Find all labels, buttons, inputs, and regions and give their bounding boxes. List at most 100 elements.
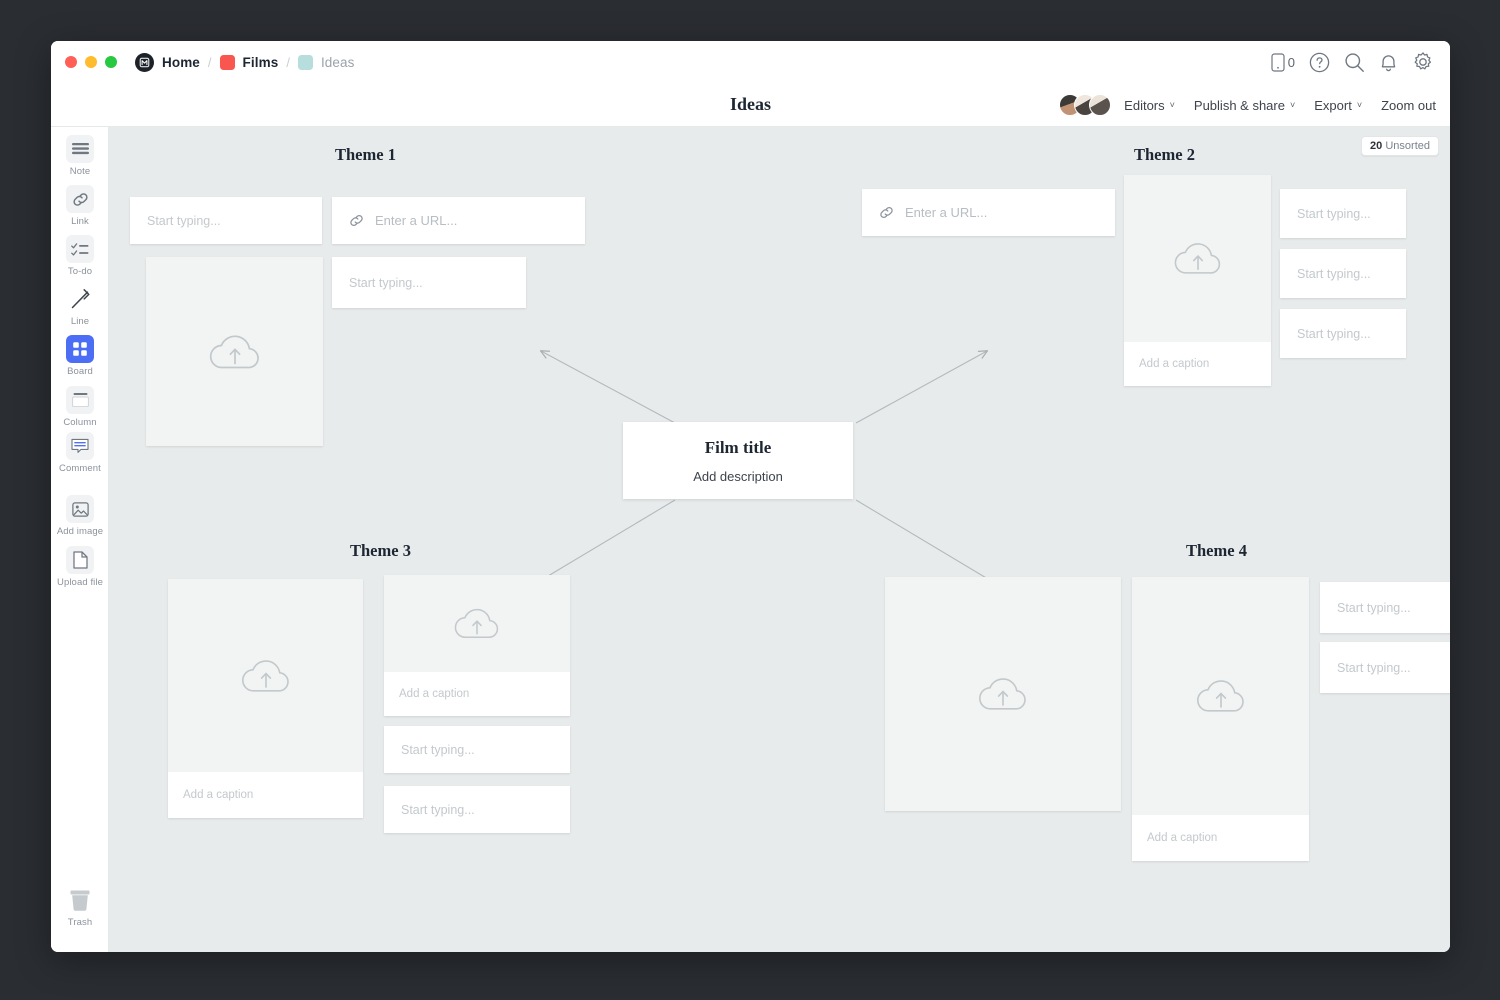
help-icon[interactable] xyxy=(1309,52,1330,73)
phone-count: 0 xyxy=(1287,54,1295,70)
cloud-upload-icon xyxy=(1196,680,1244,712)
editor-avatars[interactable] xyxy=(1059,94,1112,116)
chevron-down-icon: ˅ xyxy=(1169,100,1175,110)
image-card[interactable] xyxy=(885,577,1121,811)
sidebar-label: Comment xyxy=(59,463,101,474)
chevron-down-icon: ˅ xyxy=(1289,100,1296,110)
search-icon[interactable] xyxy=(1344,52,1365,73)
zoom-out-label: Zoom out xyxy=(1381,97,1436,113)
note-card[interactable]: Start typing... xyxy=(1320,642,1450,693)
breadcrumb-separator: / xyxy=(207,54,212,70)
image-placeholder[interactable] xyxy=(885,577,1121,811)
cloud-upload-icon xyxy=(979,678,1026,710)
note-card[interactable]: Start typing... xyxy=(1280,309,1406,358)
note-placeholder: Start typing... xyxy=(1297,326,1371,341)
sidebar-item-note[interactable]: Note xyxy=(51,135,109,177)
app-body: Note Link To-do Line xyxy=(51,127,1450,952)
note-placeholder: Start typing... xyxy=(1337,600,1411,615)
sidebar-item-trash[interactable]: Trash xyxy=(51,886,109,928)
link-card[interactable]: Enter a URL... xyxy=(332,197,585,244)
note-placeholder: Start typing... xyxy=(349,275,423,290)
note-card[interactable]: Start typing... xyxy=(384,786,570,833)
editors-label: Editors xyxy=(1124,97,1165,113)
image-card[interactable]: Add a caption xyxy=(1132,577,1309,861)
header-actions: Editors ˅ Publish & share ˅ Export ˅ Zoo… xyxy=(1059,83,1436,127)
breadcrumb-swatch-films xyxy=(219,54,235,70)
minimize-button[interactable] xyxy=(85,56,97,68)
board-icon xyxy=(66,335,94,363)
zoom-out-button[interactable]: Zoom out xyxy=(1381,98,1436,113)
notifications-bell-icon[interactable] xyxy=(1379,52,1398,73)
note-placeholder: Start typing... xyxy=(1337,660,1411,675)
image-placeholder[interactable] xyxy=(1132,577,1309,815)
image-card[interactable]: Add a caption xyxy=(1124,175,1271,386)
maximize-button[interactable] xyxy=(105,56,117,68)
image-caption[interactable]: Add a caption xyxy=(384,672,570,716)
note-icon xyxy=(66,135,94,163)
sidebar-item-add-image[interactable]: Add image xyxy=(51,495,109,537)
center-node-card[interactable]: Film title Add description xyxy=(623,422,853,499)
note-card[interactable]: Start typing... xyxy=(1280,249,1406,298)
link-card[interactable]: Enter a URL... xyxy=(862,189,1115,236)
theme-3-title: Theme 3 xyxy=(350,541,411,560)
sidebar-item-todo[interactable]: To-do xyxy=(51,235,109,277)
window-controls xyxy=(65,56,117,68)
todo-icon xyxy=(66,235,94,263)
line-arrow-icon xyxy=(66,285,94,313)
sidebar-label: Upload file xyxy=(57,577,103,588)
image-card[interactable]: Add a caption xyxy=(168,579,363,818)
image-placeholder[interactable] xyxy=(1124,175,1271,342)
image-card[interactable]: Add a caption xyxy=(384,575,570,716)
image-card[interactable] xyxy=(146,257,323,446)
caption-placeholder: Add a caption xyxy=(183,789,254,801)
export-dropdown[interactable]: Export ˅ xyxy=(1314,98,1362,113)
unsorted-badge[interactable]: 20 Unsorted xyxy=(1361,136,1439,156)
image-placeholder[interactable] xyxy=(146,257,323,446)
note-card[interactable]: Start typing... xyxy=(130,197,322,244)
add-image-icon xyxy=(66,495,94,523)
note-card[interactable]: Start typing... xyxy=(384,726,570,773)
link-icon xyxy=(349,213,364,228)
sidebar-item-board[interactable]: Board xyxy=(51,335,109,377)
sidebar-item-line[interactable]: Line xyxy=(51,285,109,327)
cloud-upload-icon xyxy=(454,608,499,638)
breadcrumb-item-films[interactable]: Films xyxy=(242,54,279,70)
note-card[interactable]: Start typing... xyxy=(1320,582,1450,633)
note-placeholder: Start typing... xyxy=(401,802,475,817)
caption-placeholder: Add a caption xyxy=(399,688,470,700)
sidebar-item-comment[interactable]: Comment xyxy=(51,432,109,474)
note-card[interactable]: Start typing... xyxy=(1280,189,1406,238)
breadcrumb-swatch-ideas xyxy=(297,54,313,70)
comment-icon xyxy=(66,432,94,460)
film-title: Film title xyxy=(704,437,772,457)
image-placeholder[interactable] xyxy=(168,579,363,772)
image-caption[interactable]: Add a caption xyxy=(168,772,363,818)
editors-dropdown[interactable]: Editors ˅ xyxy=(1124,98,1175,113)
film-description[interactable]: Add description xyxy=(693,468,783,484)
image-placeholder[interactable] xyxy=(384,575,570,672)
close-button[interactable] xyxy=(65,56,77,68)
sidebar-item-column[interactable]: Column xyxy=(51,386,109,428)
sidebar-label: To-do xyxy=(67,266,93,277)
note-placeholder: Start typing... xyxy=(147,213,221,228)
sidebar-label: Board xyxy=(67,366,93,377)
settings-gear-icon[interactable] xyxy=(1412,51,1434,73)
image-caption[interactable]: Add a caption xyxy=(1132,815,1309,861)
app-window: Home / Films / Ideas 0 xyxy=(51,41,1450,952)
arrow-to-theme-1 xyxy=(541,351,676,424)
note-placeholder: Start typing... xyxy=(1297,266,1371,281)
sidebar-item-upload-file[interactable]: Upload file xyxy=(51,546,109,588)
phone-icon[interactable]: 0 xyxy=(1271,52,1295,72)
board-canvas[interactable]: 20 Unsorted Theme 1 Start typing... Ente… xyxy=(109,127,1450,952)
breadcrumb-item-ideas[interactable]: Ideas xyxy=(320,54,355,70)
image-caption[interactable]: Add a caption xyxy=(1124,342,1271,386)
publish-share-dropdown[interactable]: Publish & share ˅ xyxy=(1194,98,1295,113)
avatar xyxy=(1089,94,1112,116)
sidebar-item-link[interactable]: Link xyxy=(51,185,109,227)
note-card[interactable]: Start typing... xyxy=(332,257,526,308)
sidebar-label: Add image xyxy=(56,526,104,537)
link-icon xyxy=(879,205,894,220)
cloud-upload-icon xyxy=(1174,243,1220,274)
caption-placeholder: Add a caption xyxy=(1139,358,1210,370)
breadcrumb-item-home[interactable]: Home xyxy=(162,54,200,70)
